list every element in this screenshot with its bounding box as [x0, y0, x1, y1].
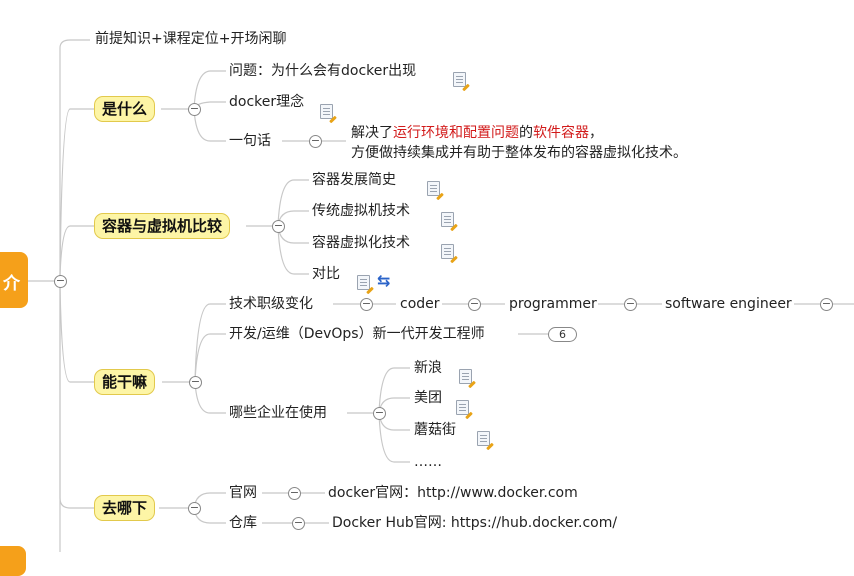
company-meituan[interactable]: 美团: [414, 390, 442, 406]
root-topic[interactable]: 介: [0, 252, 28, 308]
topic-official-site[interactable]: 官网: [229, 485, 257, 501]
topic-job-level-change[interactable]: 技术职级变化: [229, 296, 313, 312]
intro-topic[interactable]: 前提知识+课程定位+开场闲聊: [95, 31, 287, 47]
company-mogujie[interactable]: 蘑菇街: [414, 422, 456, 438]
topic-container-vs-vm[interactable]: 容器与虚拟机比较: [94, 213, 231, 239]
desc-highlight-2: 软件容器: [533, 125, 589, 141]
topic-container-history[interactable]: 容器发展简史: [312, 172, 396, 188]
next-root-topic[interactable]: [0, 546, 26, 576]
desc-text-2: 的: [519, 125, 533, 141]
collapsed-count-badge[interactable]: 6: [548, 327, 577, 342]
where-collapse-toggle[interactable]: −: [188, 501, 201, 515]
coder-collapse-toggle[interactable]: −: [468, 297, 481, 311]
note-icon[interactable]: [456, 400, 469, 415]
note-icon[interactable]: [427, 181, 440, 196]
root-collapse-toggle[interactable]: −: [54, 274, 67, 288]
topic-devops[interactable]: 开发/运维（DevOps）新一代开发工程师: [229, 326, 485, 342]
company-sina[interactable]: 新浪: [414, 360, 442, 376]
topic-software-engineer[interactable]: software engineer: [665, 296, 792, 312]
companies-collapse-toggle[interactable]: −: [373, 406, 386, 420]
desc-text-3: ，: [589, 125, 603, 141]
compare-collapse-toggle[interactable]: −: [272, 219, 285, 233]
official-site-url[interactable]: docker官网：http://www.docker.com: [328, 485, 578, 501]
one-sentence-description[interactable]: 解决了运行环境和配置问题的软件容器， 方便做持续集成并有助于整体发布的容器虚拟化…: [351, 123, 687, 163]
topic-where-to-download[interactable]: 去哪下: [94, 495, 156, 521]
topic-problem[interactable]: 问题：为什么会有docker出现: [229, 63, 417, 79]
note-icon[interactable]: [357, 275, 370, 290]
job-change-collapse-toggle[interactable]: −: [360, 297, 373, 311]
root-topic-label: 介: [3, 274, 20, 294]
note-icon[interactable]: [453, 72, 466, 87]
topic-docker-concept[interactable]: docker理念: [229, 94, 305, 110]
docker-hub-url[interactable]: Docker Hub官网: https://hub.docker.com/: [332, 515, 618, 531]
note-icon[interactable]: [441, 212, 454, 227]
topic-container-virtualization[interactable]: 容器虚拟化技术: [312, 235, 410, 251]
note-icon[interactable]: [459, 369, 472, 384]
note-icon[interactable]: [441, 244, 454, 259]
topic-one-sentence[interactable]: 一句话: [229, 133, 271, 149]
can-do-collapse-toggle[interactable]: −: [189, 375, 202, 389]
topic-programmer[interactable]: programmer: [509, 296, 597, 312]
one-sentence-collapse-toggle[interactable]: −: [309, 134, 322, 148]
topic-what[interactable]: 是什么: [94, 96, 156, 122]
topic-what-can-do[interactable]: 能干嘛: [94, 369, 156, 395]
relationship-icon[interactable]: ⇆: [377, 271, 391, 290]
topic-coder[interactable]: coder: [400, 296, 440, 312]
software-engineer-collapse-toggle[interactable]: −: [820, 297, 833, 311]
topic-comparison[interactable]: 对比: [312, 266, 340, 282]
connector-lines: [28, 39, 854, 552]
topic-traditional-vm[interactable]: 传统虚拟机技术: [312, 203, 410, 219]
topic-companies[interactable]: 哪些企业在使用: [229, 405, 327, 421]
note-icon[interactable]: [320, 104, 333, 119]
company-more[interactable]: ……: [414, 454, 442, 470]
official-site-collapse-toggle[interactable]: −: [288, 486, 301, 500]
desc-text-1: 解决了: [351, 125, 393, 141]
what-collapse-toggle[interactable]: −: [188, 102, 201, 116]
note-icon[interactable]: [477, 431, 490, 446]
desc-highlight-1: 运行环境和配置问题: [393, 125, 519, 141]
topic-repository[interactable]: 仓库: [229, 515, 257, 531]
repository-collapse-toggle[interactable]: −: [292, 516, 305, 530]
programmer-collapse-toggle[interactable]: −: [624, 297, 637, 311]
desc-line-2: 方便做持续集成并有助于整体发布的容器虚拟化技术。: [351, 145, 687, 161]
